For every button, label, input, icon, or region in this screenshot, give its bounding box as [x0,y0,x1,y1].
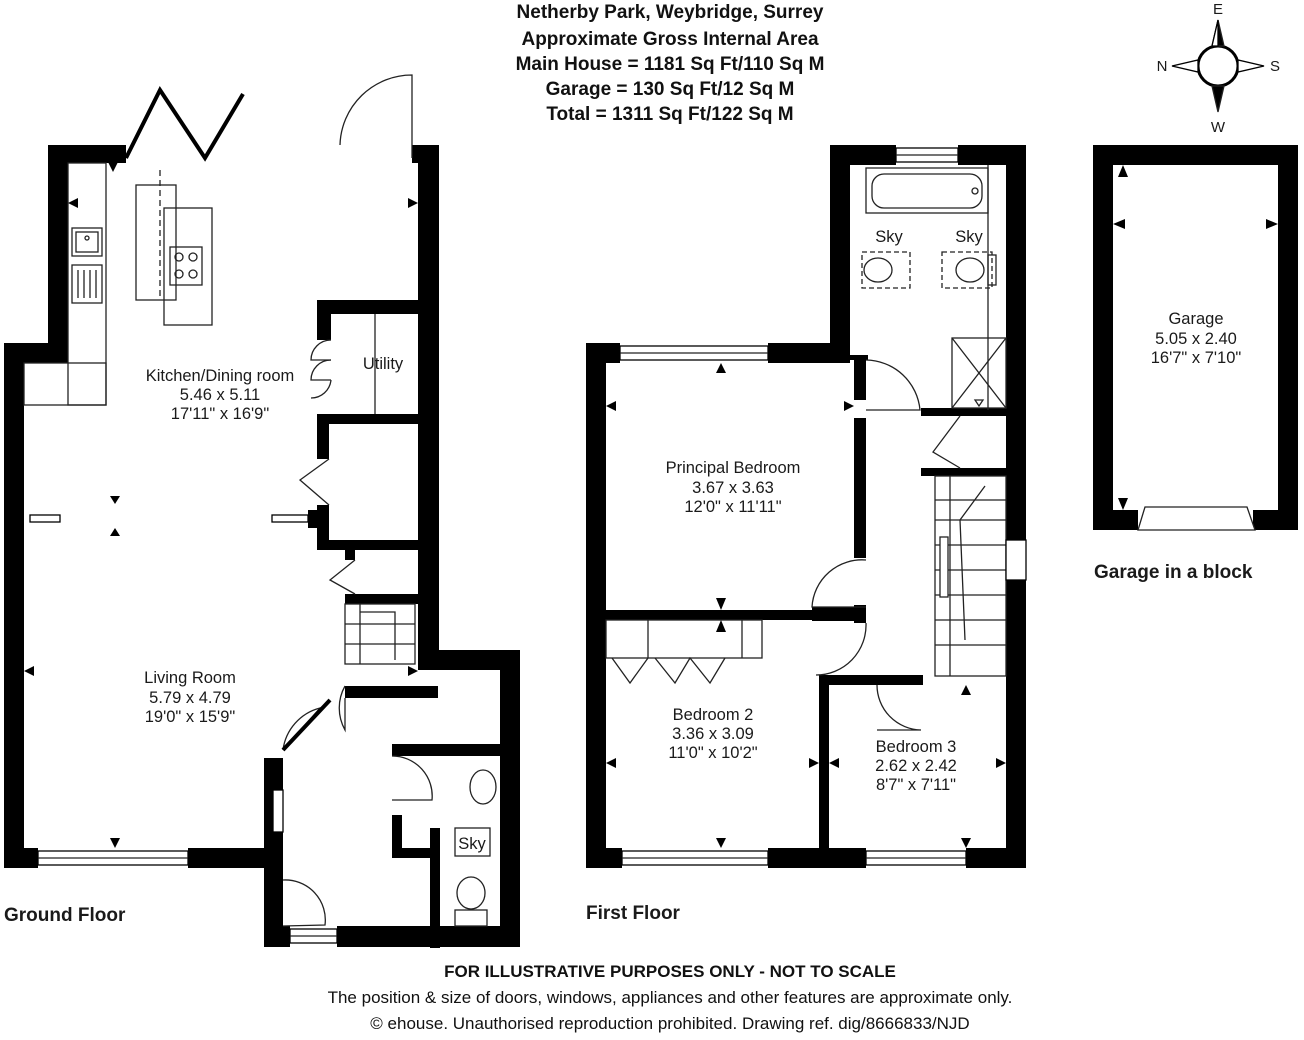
dimension-arrows-ground [24,162,418,848]
ground-floor-label: Ground Floor [4,905,126,926]
utility-name: Utility [363,355,404,373]
kitchen-door-swing [339,74,413,158]
dimension-arrows-first [606,363,1006,848]
ground-floor-walls [4,145,520,948]
total-area: Total = 1311 Sq Ft/122 Sq M [546,104,794,125]
bifold-door [124,86,245,162]
bedroom3-name: Bedroom 3 [876,738,957,756]
toilet-icon [456,876,486,910]
garage-metric: 5.05 x 2.40 [1155,330,1237,348]
compass-icon [1171,19,1265,113]
first-floor-walls [586,145,1026,868]
wc-sky-box [454,827,491,857]
disclaimer: FOR ILLUSTRATIVE PURPOSES ONLY - NOT TO … [444,962,896,981]
garage-imperial: 16'7" x 7'10" [1151,349,1242,367]
principal-name: Principal Bedroom [666,459,801,477]
bedroom3-imperial: 8'7" x 7'11" [876,776,956,794]
hob-icon [169,246,203,286]
area-title: Approximate Gross Internal Area [521,29,819,50]
basin-icon [469,769,497,805]
garage-walls [1093,145,1298,530]
garage-name: Garage [1168,310,1223,328]
wc-sky-label: Sky [458,835,486,853]
bath-sky-label-1: Sky [875,228,903,246]
living-metric: 5.79 x 4.79 [149,689,231,707]
approximation-note: The position & size of doors, windows, a… [327,988,1013,1007]
bath-toilet-icon [955,257,985,283]
living-name: Living Room [144,669,236,687]
compass-w-label: W [1211,119,1226,136]
garage-area: Garage = 130 Sq Ft/12 Sq M [545,79,795,100]
main-house-area: Main House = 1181 Sq Ft/110 Sq M [515,54,825,75]
drainer-icon [71,264,103,304]
compass-s-label: S [1270,58,1280,75]
bath-basin-icon [863,257,893,283]
sink-icon [71,227,103,257]
principal-imperial: 12'0" x 11'11" [684,498,781,516]
bedroom2-name: Bedroom 2 [673,706,754,724]
first-floor-label: First Floor [586,903,681,924]
shower-icon [951,337,1007,409]
bedroom3-metric: 2.62 x 2.42 [875,757,957,775]
bedroom2-metric: 3.36 x 3.09 [672,725,754,743]
garage-caption: Garage in a block [1094,562,1253,583]
bath-icon [865,167,989,214]
bedroom2-imperial: 11'0" x 10'2" [668,744,757,762]
compass-n-label: N [1157,58,1168,75]
bath-sky-label-2: Sky [955,228,983,246]
kitchen-metric: 5.46 x 5.11 [180,386,260,404]
kitchen-name: Kitchen/Dining room [146,367,295,385]
compass-e-label: E [1213,1,1223,18]
property-address: Netherby Park, Weybridge, Surrey [516,2,824,23]
kitchen-imperial: 17'11" x 16'9" [171,405,270,423]
copyright-notice: © ehouse. Unauthorised reproduction proh… [370,1014,970,1033]
principal-metric: 3.67 x 3.63 [692,479,774,497]
living-imperial: 19'0" x 15'9" [145,708,236,726]
